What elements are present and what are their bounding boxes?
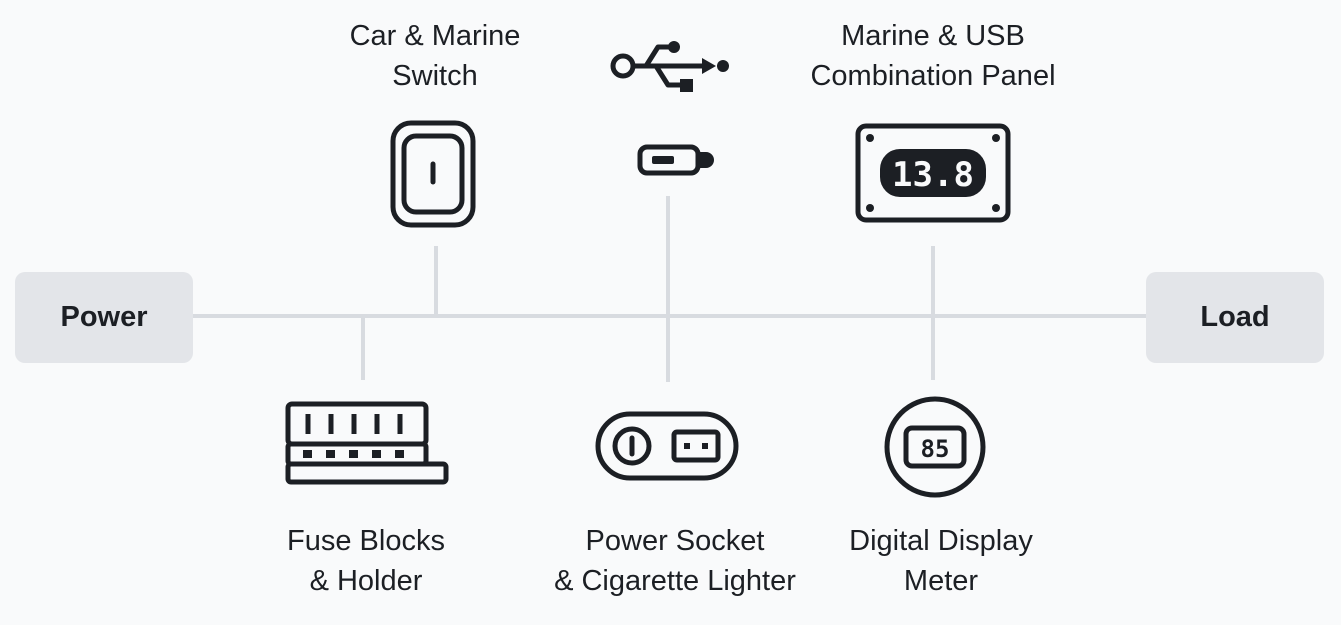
meter-label-line2: Meter (903, 565, 979, 597)
meter-label: Digital Display Meter (830, 521, 1052, 601)
meter-display-value: 85 (921, 435, 950, 463)
fuse-label-line1: Fuse Blocks (287, 525, 445, 557)
rocker-switch-icon (390, 120, 476, 228)
fuse-label: Fuse Blocks & Holder (256, 521, 476, 601)
usb-symbol-icon (610, 41, 729, 92)
usb-plug-icon (637, 144, 714, 176)
panel-display-value: 13.8 (892, 155, 974, 195)
switch-label: Car & Marine Switch (315, 16, 555, 96)
fuse-block-icon (285, 401, 449, 485)
fuse-connector-line (361, 316, 365, 380)
power-node: Power (15, 272, 193, 363)
socket-label: Power Socket & Cigarette Lighter (530, 521, 820, 601)
digital-panel-icon: 13.8 (855, 123, 1011, 223)
load-node: Load (1146, 272, 1324, 363)
switch-label-line2: Switch (392, 60, 478, 92)
load-label: Load (1200, 301, 1270, 333)
panel-label: Marine & USB Combination Panel (780, 16, 1086, 96)
fuse-label-line2: & Holder (309, 565, 423, 597)
usb-connector-line (666, 196, 670, 382)
switch-connector-line (434, 246, 438, 316)
panel-label-line2: Combination Panel (810, 60, 1056, 92)
switch-label-line1: Car & Marine (349, 20, 521, 52)
socket-label-line1: Power Socket (585, 525, 765, 557)
power-label: Power (60, 301, 148, 333)
round-meter-icon: 85 (884, 396, 986, 498)
meter-label-line1: Digital Display (849, 525, 1033, 557)
panel-connector-line (931, 246, 935, 380)
panel-label-line1: Marine & USB (841, 20, 1025, 52)
power-socket-icon (595, 411, 739, 481)
socket-label-line2: & Cigarette Lighter (554, 565, 796, 597)
